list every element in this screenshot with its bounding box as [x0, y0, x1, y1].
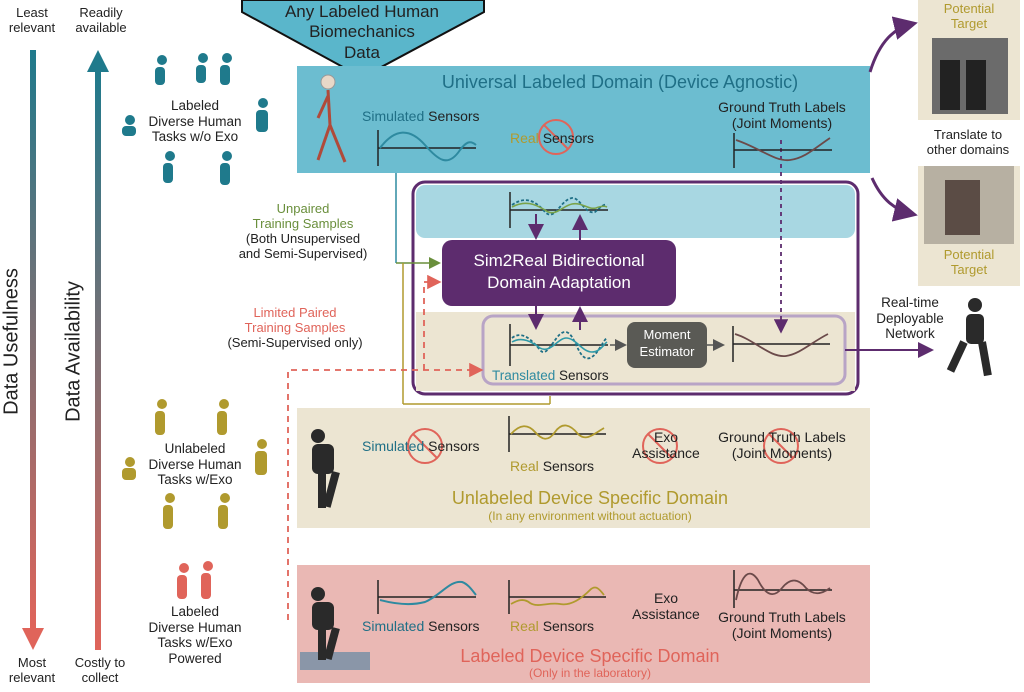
labeled-real-label: Real Sensors	[510, 618, 595, 634]
availability-bottom-label: Costly to collect	[74, 655, 126, 685]
unlabeled-sim-cross	[407, 428, 443, 464]
unlabeled-exo-cross	[642, 428, 678, 464]
tasks-with-exo-powered: Labeled Diverse Human Tasks w/Exo Powere…	[148, 604, 242, 666]
data-usefulness-label: Data Usefulness	[0, 268, 23, 415]
estimator-output-plot	[732, 326, 830, 362]
teal-task-icons	[122, 53, 268, 185]
universal-simulated-label: Simulated Sensors	[362, 108, 480, 124]
usefulness-arrow-head	[22, 628, 44, 650]
labeled-sim-plot	[377, 580, 477, 614]
olive-task-icons	[122, 399, 267, 529]
skeleton-figure	[316, 74, 347, 163]
runner-photo	[946, 298, 992, 377]
unlabeled-exo-label: Exo Assistance	[632, 429, 700, 462]
unlabeled-simulated-label: Simulated Sensors	[362, 438, 480, 454]
universal-simulated-plot	[377, 130, 477, 166]
unlabeled-real-plot	[508, 416, 606, 452]
arrow-to-top-target	[868, 16, 918, 73]
arrow-to-bottom-target	[870, 177, 918, 222]
labeled-gt-plot	[733, 570, 832, 608]
realtime-network-label: Real-time Deployable Network	[876, 295, 944, 342]
labeled-gt-label: Ground Truth Labels(Joint Moments)	[718, 609, 846, 642]
availability-top-label: Readily available	[75, 5, 127, 35]
usefulness-bottom-label: Most relevant	[8, 655, 56, 685]
labeled-domain-subtitle: (Only in the laboratory)	[528, 666, 652, 680]
universal-title: Universal Labeled Domain (Device Agnosti…	[441, 72, 799, 92]
sim2real-title: Sim2Real Bidirectional Domain Adaptation	[473, 251, 645, 293]
unlabeled-domain-panel	[297, 408, 870, 528]
universal-gt-plot	[733, 133, 832, 168]
sim2real-box	[442, 240, 676, 306]
labeled-exo-label: Exo Assistance	[632, 590, 700, 623]
labeled-domain-title: Labeled Device Specific Domain	[460, 646, 720, 666]
tasks-with-exo: Unlabeled Diverse Human Tasks w/Exo	[148, 441, 242, 488]
callout-text: Any Labeled Human Biomechanics Data	[284, 2, 440, 62]
paired-dashed-path	[287, 362, 484, 620]
universal-gt-label: Ground Truth Labels(Joint Moments)	[718, 99, 846, 132]
unpaired-samples-label: Unpaired Training Samples (Both Unsuperv…	[238, 201, 368, 261]
usefulness-top-label: Least relevant	[8, 5, 56, 35]
unlabeled-walker-photo	[311, 429, 340, 508]
availability-arrow-head	[87, 50, 109, 72]
potential-target-bottom-label: Potential Target	[943, 247, 995, 277]
translated-sensors-label: Translated Sensors	[492, 368, 609, 383]
paired-samples-label: Limited Paired Training Samples (Semi-Su…	[227, 305, 363, 350]
unlabeled-domain-title: Unlabeled Device Specific Domain	[451, 488, 729, 508]
universal-domain-panel	[297, 66, 870, 173]
moment-estimator-label: Moment Estimator	[639, 327, 695, 359]
translate-other-domains-label: Translate to other domains	[926, 127, 1010, 157]
adaptation-top-plot	[509, 192, 608, 228]
unlabeled-domain-subtitle: (In any environment without actuation)	[488, 509, 692, 523]
usefulness-arrow-shaft	[30, 50, 36, 630]
labeled-domain-panel	[297, 565, 870, 683]
data-availability-label: Data Availability	[62, 281, 85, 422]
availability-arrow-shaft	[95, 70, 101, 650]
universal-real-cross	[538, 119, 574, 155]
tasks-without-exo: Labeled Diverse Human Tasks w/o Exo	[148, 98, 242, 145]
moment-estimator-box	[627, 322, 707, 368]
unlabeled-real-label: Real Sensors	[510, 458, 595, 474]
translated-plot	[509, 324, 608, 366]
unlabeled-gt-label: Ground Truth Labels(Joint Moments)	[718, 429, 846, 462]
labeled-walker-photo	[300, 587, 370, 670]
unlabeled-gt-cross	[763, 428, 799, 464]
labeled-real-plot	[508, 580, 606, 614]
labeled-simulated-label: Simulated Sensors	[362, 618, 480, 634]
potential-target-top-label: Potential Target	[943, 1, 995, 31]
universal-real-label: Real Sensors	[510, 130, 595, 146]
adaptation-top-band	[416, 185, 855, 238]
red-task-icons	[177, 561, 213, 599]
